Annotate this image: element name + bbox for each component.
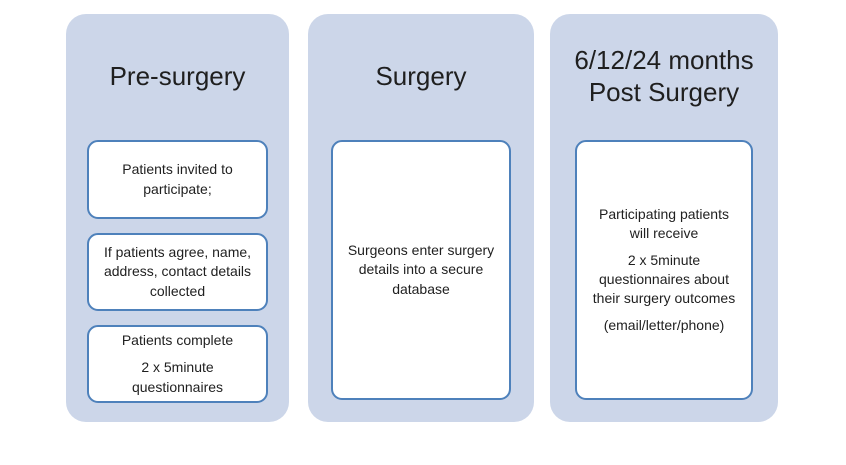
panel-post-surgery-title: 6/12/24 months Post Surgery — [574, 45, 754, 107]
panel-post-surgery-body: Participating patients will receive 2 x … — [550, 140, 778, 400]
card-text: If patients agree, name, address, contac… — [103, 244, 252, 299]
card-text: 2 x 5minute questionnaires about their s… — [592, 251, 736, 307]
panel-surgery: Surgery Surgeons enter surgery details i… — [308, 14, 534, 422]
card-patients-invited: Patients invited to participate; — [87, 140, 268, 219]
card-text: Patients invited to participate; — [122, 161, 233, 197]
panel-pre-surgery-body: Patients invited to participate; If pati… — [66, 140, 289, 403]
card-text: Participating patients will receive — [599, 205, 729, 241]
panel-post-surgery: 6/12/24 months Post Surgery Participatin… — [550, 14, 778, 422]
panel-surgery-body: Surgeons enter surgery details into a se… — [308, 140, 534, 400]
panel-surgery-title: Surgery — [375, 61, 467, 92]
card-text: (email/letter/phone) — [603, 317, 725, 334]
card-surgeons-enter-details: Surgeons enter surgery details into a se… — [331, 140, 511, 400]
card-text: 2 x 5minute questionnaires — [131, 359, 224, 395]
panel-pre-surgery: Pre-surgery Patients invited to particip… — [66, 14, 289, 422]
card-patients-complete-questionnaires: Patients complete 2 x 5minute questionna… — [87, 325, 268, 403]
card-details-collected: If patients agree, name, address, contac… — [87, 233, 268, 311]
card-text: Surgeons enter surgery details into a se… — [347, 242, 495, 297]
card-text: Patients complete — [121, 332, 234, 349]
card-followup-questionnaires: Participating patients will receive 2 x … — [575, 140, 753, 400]
panel-pre-surgery-title: Pre-surgery — [109, 61, 246, 92]
